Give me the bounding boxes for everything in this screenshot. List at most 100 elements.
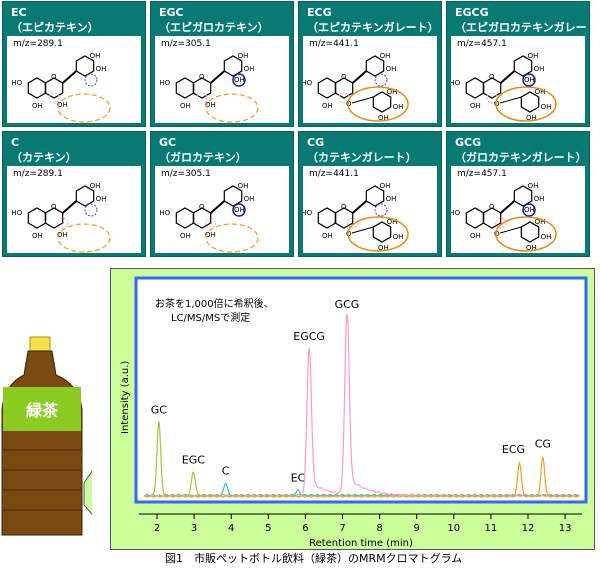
plot-area [134, 276, 588, 504]
compound-name: （カテキンガレート） [307, 151, 417, 164]
svg-text:O: O [346, 100, 352, 108]
x-axis-label: Retention time (min) [309, 538, 413, 549]
svg-text:OH: OH [244, 195, 255, 203]
svg-text:OH: OH [393, 233, 404, 241]
peak-label-ecg: ECG [502, 443, 525, 456]
x-tick-label: 10 [447, 523, 460, 534]
annotation-text: LC/MS/MSで測定 [171, 311, 250, 324]
mz-value: m/z=289.1 [13, 169, 63, 179]
compound-name: （エピカテキン） [11, 21, 99, 34]
compound-name: （ガロカテキン） [159, 151, 247, 164]
svg-text:OH: OH [244, 65, 255, 73]
svg-text:HO: HO [303, 79, 313, 87]
svg-text:OH: OH [380, 52, 391, 60]
peak-label-ec: EC [291, 472, 306, 485]
svg-text:OH: OH [322, 232, 333, 240]
svg-text:OH: OH [470, 232, 481, 240]
svg-text:OH: OH [57, 101, 68, 109]
mz-value: m/z=305.1 [161, 169, 211, 179]
mz-value: m/z=441.1 [309, 169, 359, 179]
peak-label-egc: EGC [182, 454, 205, 467]
svg-text:OH: OH [378, 244, 389, 252]
svg-text:O: O [346, 230, 352, 238]
svg-text:OH: OH [90, 182, 101, 190]
mz-value: m/z=457.1 [457, 39, 507, 49]
svg-text:OH: OH [205, 231, 216, 239]
svg-text:OH: OH [541, 233, 552, 241]
x-tick-label: 8 [376, 523, 382, 534]
x-tick-label: 12 [522, 523, 535, 534]
annotation-text: お茶を1,000倍に希釈後、 [155, 297, 274, 310]
svg-text:O: O [489, 73, 495, 81]
svg-text:HO: HO [11, 79, 22, 87]
panel-egcg: EGCG（エピガロカテキンガレート）m/z=457.1OHOOHOHOHOHOO… [446, 1, 590, 127]
svg-text:OH: OH [386, 195, 397, 203]
compound-abbr: C [11, 136, 20, 149]
svg-text:HO: HO [11, 209, 22, 217]
peak-label-cg: CG [535, 438, 551, 451]
y-axis-label: Intensity (a.u.) [120, 361, 131, 434]
peak-label-gcg: GCG [335, 298, 360, 311]
compound-name: （エピカテキンガレート） [307, 21, 439, 34]
svg-text:OH: OH [90, 52, 101, 60]
svg-text:OH: OH [32, 102, 43, 110]
compound-name: （ガロカテキンガレート） [455, 151, 587, 164]
svg-text:OH: OH [387, 218, 398, 226]
chemical-structure: O HO OH OH OH OH [11, 52, 111, 123]
x-tick-label: 3 [191, 523, 197, 534]
compound-abbr: EGCG [455, 6, 489, 19]
series-line-3 [144, 456, 580, 498]
svg-text:OH: OH [526, 244, 537, 252]
x-tick-label: 5 [265, 523, 271, 534]
svg-text:OH: OH [180, 232, 191, 240]
svg-text:HO: HO [451, 79, 461, 87]
svg-text:O: O [199, 203, 205, 211]
svg-text:O: O [51, 73, 57, 81]
mz-value: m/z=441.1 [309, 39, 359, 49]
series-line-1 [143, 482, 580, 497]
svg-text:OH: OH [541, 103, 552, 111]
svg-text:O: O [489, 203, 495, 211]
svg-text:OH: OH [238, 52, 249, 60]
x-tick-label: 13 [559, 523, 572, 534]
svg-text:HO: HO [451, 209, 461, 217]
svg-text:OH: OH [534, 195, 545, 203]
svg-text:OH: OH [322, 102, 333, 110]
compound-abbr: EC [11, 6, 27, 19]
svg-text:O: O [494, 230, 500, 238]
svg-text:OH: OH [180, 102, 191, 110]
svg-text:HO: HO [159, 209, 170, 217]
svg-text:OH: OH [32, 232, 43, 240]
bottle-label: 緑茶 [26, 401, 59, 420]
svg-text:HO: HO [303, 209, 313, 217]
compound-abbr: ECG [307, 6, 332, 19]
svg-text:O: O [51, 203, 57, 211]
svg-text:O: O [341, 203, 347, 211]
svg-text:OH: OH [535, 218, 546, 226]
compound-abbr: CG [307, 136, 325, 149]
compound-abbr: GC [159, 136, 177, 149]
svg-text:OH: OH [238, 182, 249, 190]
mz-value: m/z=457.1 [457, 169, 507, 179]
svg-text:OH: OH [387, 88, 398, 96]
svg-text:OH: OH [96, 65, 107, 73]
